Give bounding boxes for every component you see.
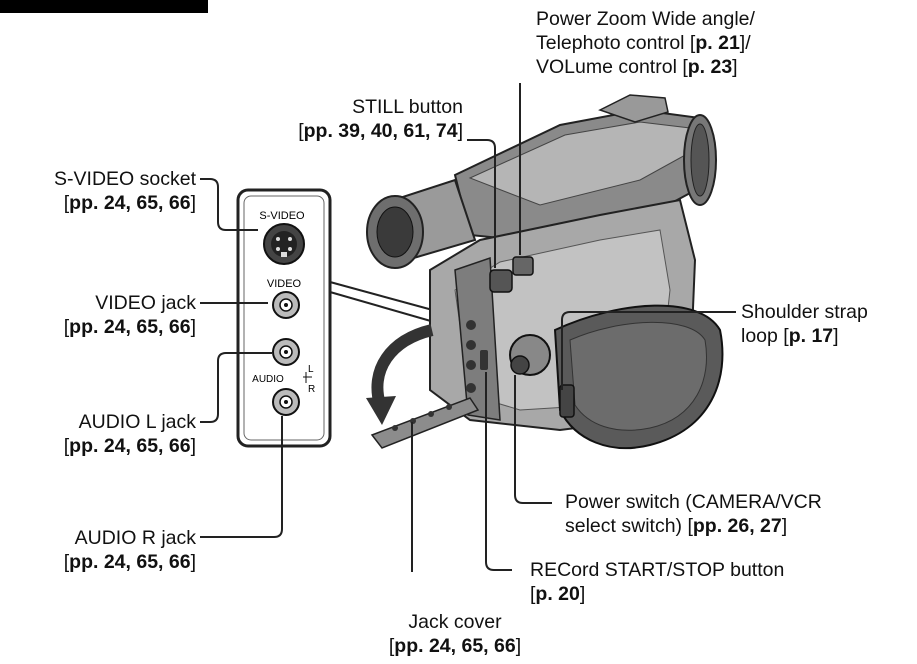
record-button-label: RECord START/STOP button [p. 20] [530,559,785,605]
zoom-control-label: Power Zoom Wide angle/ Telephoto control… [536,8,755,78]
power-switch-label: Power switch (CAMERA/VCR select switch) … [565,491,822,537]
leader-lines [200,83,736,572]
panel-r-text: R [308,384,315,395]
still-button-label: STILL button [pp. 39, 40, 61, 74] [298,96,463,142]
audio-l-jack-label: AUDIO L jack [pp. 24, 65, 66] [63,411,196,457]
jack-cover-label: Jack cover [pp. 24, 65, 66] [388,611,522,657]
jack-panel: S-VIDEO VIDEO L AUDIO R [236,188,332,448]
panel-svideo-text: S-VIDEO [259,210,305,222]
camcorder-body [366,94,724,450]
panel-audio-text: AUDIO [252,374,284,385]
header-bar [0,0,208,13]
panel-l-text: L [308,364,314,375]
video-jack-label: VIDEO jack [pp. 24, 65, 66] [63,292,196,338]
audio-r-jack-label: AUDIO R jack [pp. 24, 65, 66] [63,527,196,573]
shoulder-strap-label: Shoulder strap loop [p. 17] [741,301,868,347]
svideo-socket-label: S-VIDEO socket [pp. 24, 65, 66] [54,168,196,214]
panel-video-text: VIDEO [267,278,302,290]
